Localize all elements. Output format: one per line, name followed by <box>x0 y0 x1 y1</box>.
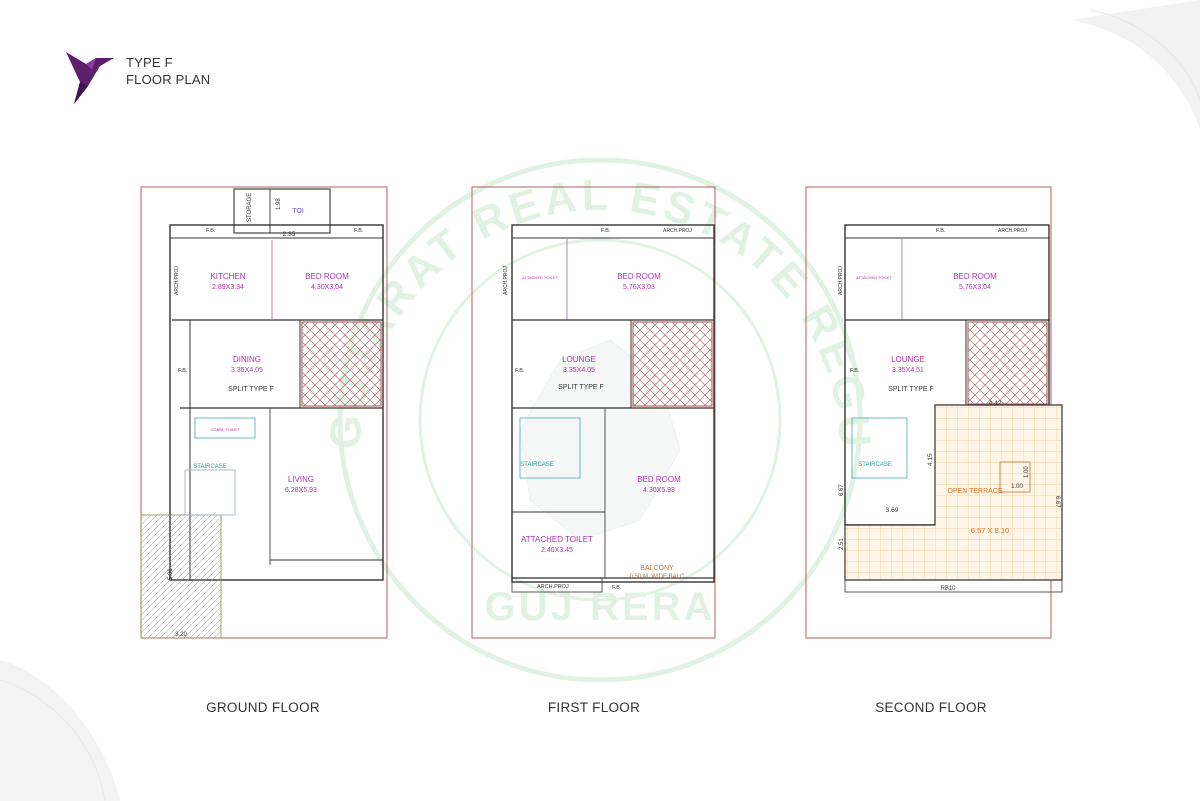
corner-swoosh-bottom-left <box>0 660 120 801</box>
sf-arch-proj-left: ARCH.PROJ <box>838 266 844 295</box>
ff-staircase: STAIRCASE <box>520 462 554 468</box>
gf-fb-3: F.B. <box>178 368 188 374</box>
sf-rb-label: RB10 <box>940 586 956 592</box>
sf-lounge-label: LOUNGE <box>891 355 925 364</box>
ff-bedroom2-dim: 4.30X5.93 <box>643 487 675 494</box>
sf-dim-100b: 1.00 <box>1024 466 1030 478</box>
second-floor-caption: SECOND FLOOR <box>875 700 987 715</box>
ff-bedroom1-label: BED ROOM <box>617 272 661 281</box>
gf-dim-235: 2.35 <box>283 231 296 238</box>
sf-attached-toilet-small: ATTACHED TOILET <box>856 275 892 280</box>
ff-fb-3: F.B. <box>612 585 622 591</box>
sf-arch-proj-top: ARCH.PROJ <box>998 228 1027 234</box>
gf-arch-proj: ARCH.PROJ <box>174 266 180 295</box>
sf-fb-2: F.B. <box>850 368 860 374</box>
svg-text:GUJARAT REAL ESTATE REGULATORY: GUJARAT REAL ESTATE REGULATORY AUTHORITY <box>0 0 880 452</box>
gf-storage-label: STORAGE <box>247 193 253 222</box>
gf-kitchen-dim: 2.89X3.34 <box>212 284 244 291</box>
gf-dim-198: 1.98 <box>276 198 282 210</box>
gf-bedroom-label: BED ROOM <box>305 272 349 281</box>
ff-fb-1: F.B. <box>601 228 611 234</box>
gf-dim-320: 3.20 <box>175 632 187 638</box>
gf-living-label: LIVING <box>288 475 314 484</box>
sf-dim-369: 3.69 <box>886 507 899 514</box>
gf-fb-1: F.B. <box>206 228 216 234</box>
ground-floor-caption: GROUND FLOOR <box>206 700 320 715</box>
ff-lounge-dim: 3.35X4.05 <box>563 367 595 374</box>
ff-balcony-desc: 0.50 M. WIDE BALC <box>630 574 685 580</box>
sf-bedroom-dim: 5.76X3.04 <box>959 284 991 291</box>
sf-dim-415: 4.15 <box>927 453 934 466</box>
sf-dim-251: 2.51 <box>839 538 845 550</box>
sf-open-terrace-label: OPEN TERRACE <box>947 488 1002 495</box>
ff-bedroom1-dim: 5.76X3.03 <box>623 284 655 291</box>
ground-floor-plan: STORAGE TOI 1.98 2.35 F.B. F.B. F.B. ARC… <box>140 186 388 639</box>
first-floor-caption: FIRST FLOOR <box>547 700 641 715</box>
sf-bedroom-label: BED ROOM <box>953 272 997 281</box>
ff-split-type: SPLIT TYPE F <box>558 384 604 391</box>
corner-swoosh-top-right <box>1070 0 1200 130</box>
sf-dim-442: 4.42 <box>989 400 1002 407</box>
gf-kitchen-label: KITCHEN <box>210 272 245 281</box>
ff-arch-proj-left: ARCH.PROJ <box>503 266 509 295</box>
watermark-bottom-text: GUJ RERA <box>485 585 716 629</box>
ff-attached-toilet-dim: 2.40X3.45 <box>541 547 573 554</box>
ff-arch-proj-bottom: ARCH.PROJ <box>537 584 569 590</box>
ff-fb-2: F.B. <box>515 368 525 374</box>
ff-arch-proj-top: ARCH.PROJ <box>663 228 692 234</box>
gf-dining-label: DINING <box>233 355 261 364</box>
gf-bedroom-dim: 4.30X3.04 <box>311 284 343 291</box>
first-floor-plan: F.B. F.B. F.B. ARCH.PROJ ARCH.PROJ ARCH.… <box>471 186 716 639</box>
ff-attached-toilet-small: ATTACHED TOILET <box>522 275 558 280</box>
sf-dim-100a: 1.00 <box>1011 484 1023 490</box>
second-floor-plan: F.B. F.B. ARCH.PROJ ARCH.PROJ ATTACHED T… <box>805 186 1063 639</box>
gf-comm-toilet: COMM. TOILET <box>211 427 240 432</box>
sf-dim-667: 6.67 <box>839 484 845 496</box>
sf-fb-1: F.B. <box>936 228 946 234</box>
ff-attached-toilet-label: ATTACHED TOILET <box>521 535 593 544</box>
gf-living-dim: 6.28X5.93 <box>285 487 317 494</box>
rera-watermark: GUJARAT REAL ESTATE REGULATORY AUTHORITY… <box>0 0 880 683</box>
gf-dim-501: 5.01 <box>168 568 174 580</box>
gf-dining-dim: 3.35X4.05 <box>231 367 263 374</box>
sf-lounge-dim: 3.35X4.51 <box>892 367 924 374</box>
watermark-arc-text: GUJARAT REAL ESTATE REGULATORY AUTHORITY <box>0 0 876 452</box>
gf-staircase: STAIRCASE <box>193 464 227 470</box>
ff-balcony-label: BALCONY <box>640 565 674 572</box>
ff-lounge-label: LOUNGE <box>562 355 596 364</box>
sf-open-terrace-dim: 6.57 X 8.10 <box>971 526 1009 535</box>
hummingbird-logo-icon <box>66 52 114 104</box>
gf-fb-2: F.B. <box>354 228 364 234</box>
header: TYPE F FLOOR PLAN <box>66 52 266 104</box>
sf-staircase: STAIRCASE <box>858 462 892 468</box>
ff-bedroom2-label: BED ROOM <box>637 475 681 484</box>
gf-split-type: SPLIT TYPE F <box>228 386 274 393</box>
plan-type-title: TYPE F <box>126 55 173 70</box>
plan-subtitle: FLOOR PLAN <box>126 72 211 87</box>
sf-split-type: SPLIT TYPE F <box>888 386 934 393</box>
gf-toi-label: TOI <box>292 208 304 215</box>
sf-dim-667b: 6.67 <box>1054 496 1060 508</box>
